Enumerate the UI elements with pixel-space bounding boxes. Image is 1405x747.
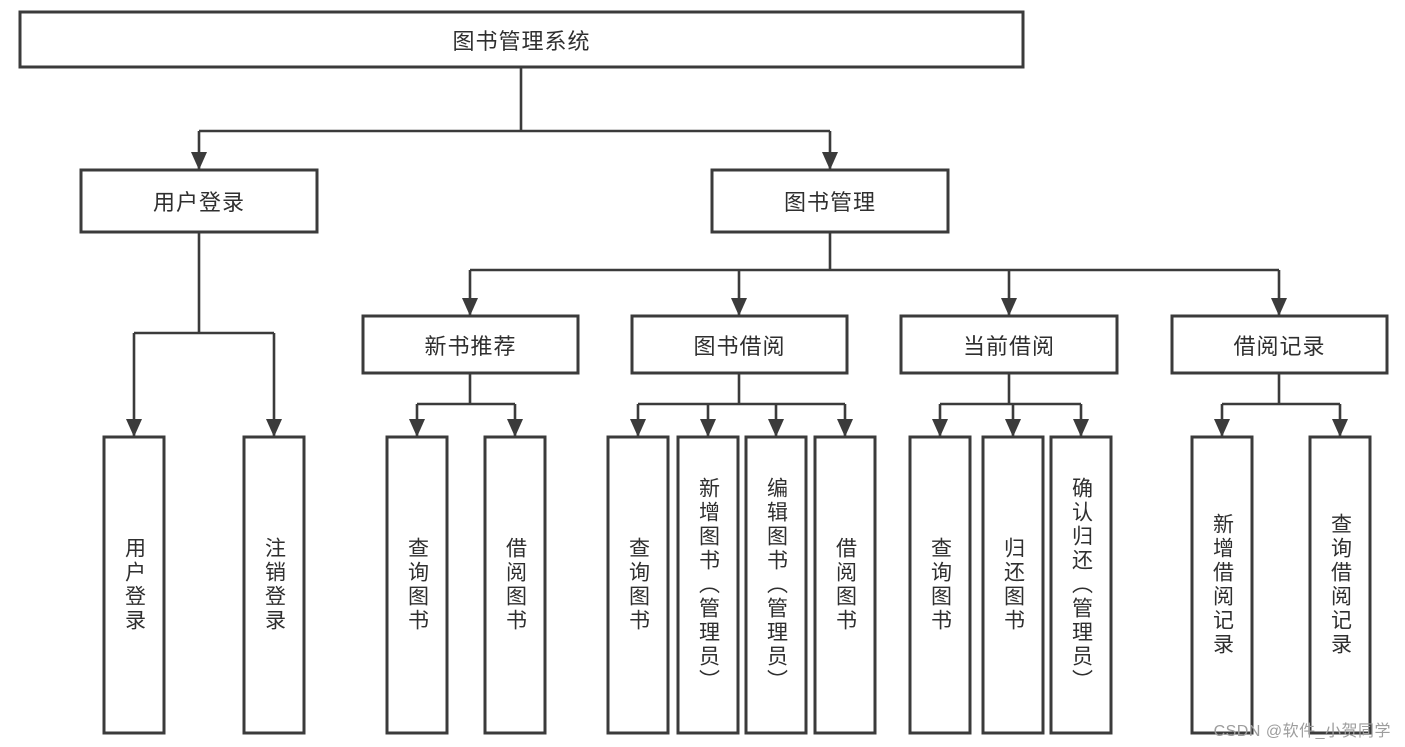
- arrow-root-drop-0: [191, 152, 207, 170]
- arrow-bookmanage-drop-0: [462, 298, 478, 316]
- leaf-box-leaf-edit-book[interactable]: [744, 435, 808, 735]
- leaf-box-leaf-confirm-return[interactable]: [1049, 435, 1113, 735]
- arrow-bookmanage-drop-2: [1001, 298, 1017, 316]
- level3-box-new-book-recommend[interactable]: [361, 314, 580, 375]
- arrow-book-borrow-drop-1: [700, 419, 716, 437]
- arrow-current-borrow-drop-1: [1005, 419, 1021, 437]
- level3-box-book-borrow[interactable]: [630, 314, 849, 375]
- arrow-borrow-record-drop-0: [1214, 419, 1230, 437]
- arrow-book-borrow-drop-3: [837, 419, 853, 437]
- leaf-box-leaf-user-login[interactable]: [102, 435, 166, 735]
- leaf-box-leaf-borrow-book[interactable]: [813, 435, 877, 735]
- arrow-root-drop-1: [822, 152, 838, 170]
- root-box-root[interactable]: [18, 10, 1025, 69]
- level2-box-user-login[interactable]: [79, 168, 319, 234]
- arrow-bookmanage-drop-1: [731, 298, 747, 316]
- arrow-new-book-recommend-drop-0: [409, 419, 425, 437]
- leaf-box-leaf-query-book-borrow[interactable]: [606, 435, 670, 735]
- arrow-user-login-drop-0: [126, 419, 142, 437]
- level3-box-current-borrow[interactable]: [899, 314, 1119, 375]
- leaf-box-leaf-query-book-rec[interactable]: [385, 435, 449, 735]
- arrow-user-login-drop-1: [266, 419, 282, 437]
- level2-box-book-manage[interactable]: [710, 168, 950, 234]
- arrow-current-borrow-drop-2: [1073, 419, 1089, 437]
- leaf-box-leaf-query-record[interactable]: [1308, 435, 1372, 735]
- leaf-box-leaf-query-book-current[interactable]: [908, 435, 972, 735]
- arrow-current-borrow-drop-0: [932, 419, 948, 437]
- arrow-book-borrow-drop-0: [630, 419, 646, 437]
- leaf-box-leaf-return-book[interactable]: [981, 435, 1045, 735]
- arrow-new-book-recommend-drop-1: [507, 419, 523, 437]
- leaf-box-leaf-user-logout[interactable]: [242, 435, 306, 735]
- leaf-box-leaf-add-record[interactable]: [1190, 435, 1254, 735]
- arrow-borrow-record-drop-1: [1332, 419, 1348, 437]
- leaf-box-leaf-borrow-book-rec[interactable]: [483, 435, 547, 735]
- arrow-book-borrow-drop-2: [768, 419, 784, 437]
- level3-box-borrow-record[interactable]: [1170, 314, 1389, 375]
- watermark-text: CSDN @软件_小贺同学: [1213, 723, 1391, 740]
- arrow-bookmanage-drop-3: [1271, 298, 1287, 316]
- leaf-box-leaf-add-book[interactable]: [676, 435, 740, 735]
